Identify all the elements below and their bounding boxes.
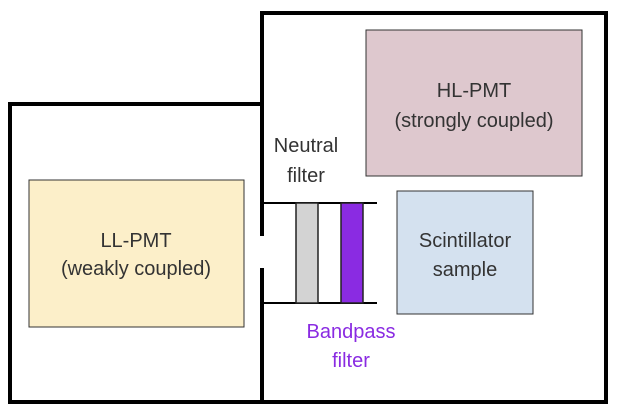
hl-pmt-label: HL-PMT [437,80,511,102]
neutral-filter-label: Neutral [274,135,338,157]
bandpass-filter-sublabel: filter [332,350,370,372]
hl-pmt-sublabel: (strongly coupled) [395,110,554,132]
neutral-filter [295,202,319,304]
ll-pmt-label: LL-PMT [100,230,171,252]
enclosure-outline [8,11,608,404]
scintillator-sublabel: sample [433,259,497,281]
ll-pmt-box [28,179,245,328]
scintillator-label: Scintillator [419,230,512,252]
scintillator-box [396,190,534,315]
neutral-filter-sublabel: filter [287,165,325,187]
hl-pmt-box [365,29,583,177]
bandpass-filter [340,202,364,304]
ll-pmt-sublabel: (weakly coupled) [61,258,211,280]
bandpass-filter-label: Bandpass [307,321,396,343]
